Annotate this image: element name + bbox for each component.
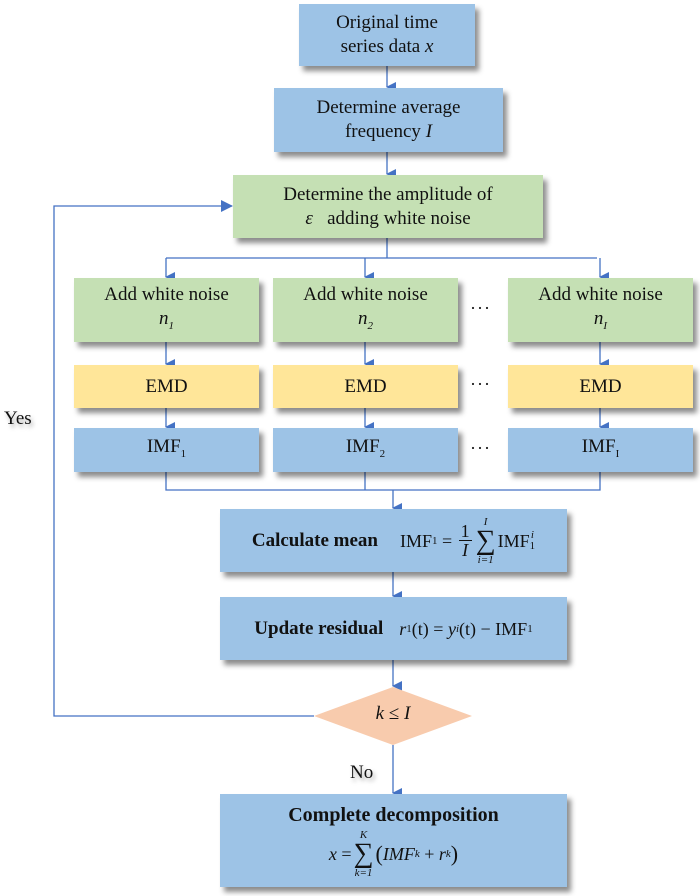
no-label: No: [350, 762, 374, 783]
imf-box-2: IMF2: [273, 428, 458, 472]
decision-diamond: [314, 687, 472, 745]
emd-box-2: EMD: [273, 365, 458, 408]
emd-box-1: EMD: [74, 365, 259, 408]
ellipsis-noise: ···: [470, 298, 491, 318]
emd-box-3: EMD: [508, 365, 693, 408]
imf-box-1: IMF1: [74, 428, 259, 472]
decision-condition: k ≤ I: [375, 703, 411, 724]
add-noise-box-2: Add white noise n2: [273, 278, 458, 342]
imf-box-3: IMFI: [508, 428, 693, 472]
merge-line: [165, 472, 601, 491]
add-noise-box-1: Add white noise n1: [74, 278, 259, 342]
amplitude-box: Determine the amplitude of ε adding whit…: [233, 175, 543, 238]
average-frequency-box: Determine average frequency I: [274, 88, 503, 152]
ellipsis-emd: ···: [470, 374, 491, 394]
add-noise-box-3: Add white noise nI: [508, 278, 693, 342]
yes-label: Yes: [4, 408, 32, 429]
yes-loop-line: [53, 200, 314, 717]
original-data-box: Original time series data x: [299, 4, 475, 66]
ellipsis-imf: ···: [470, 438, 491, 458]
